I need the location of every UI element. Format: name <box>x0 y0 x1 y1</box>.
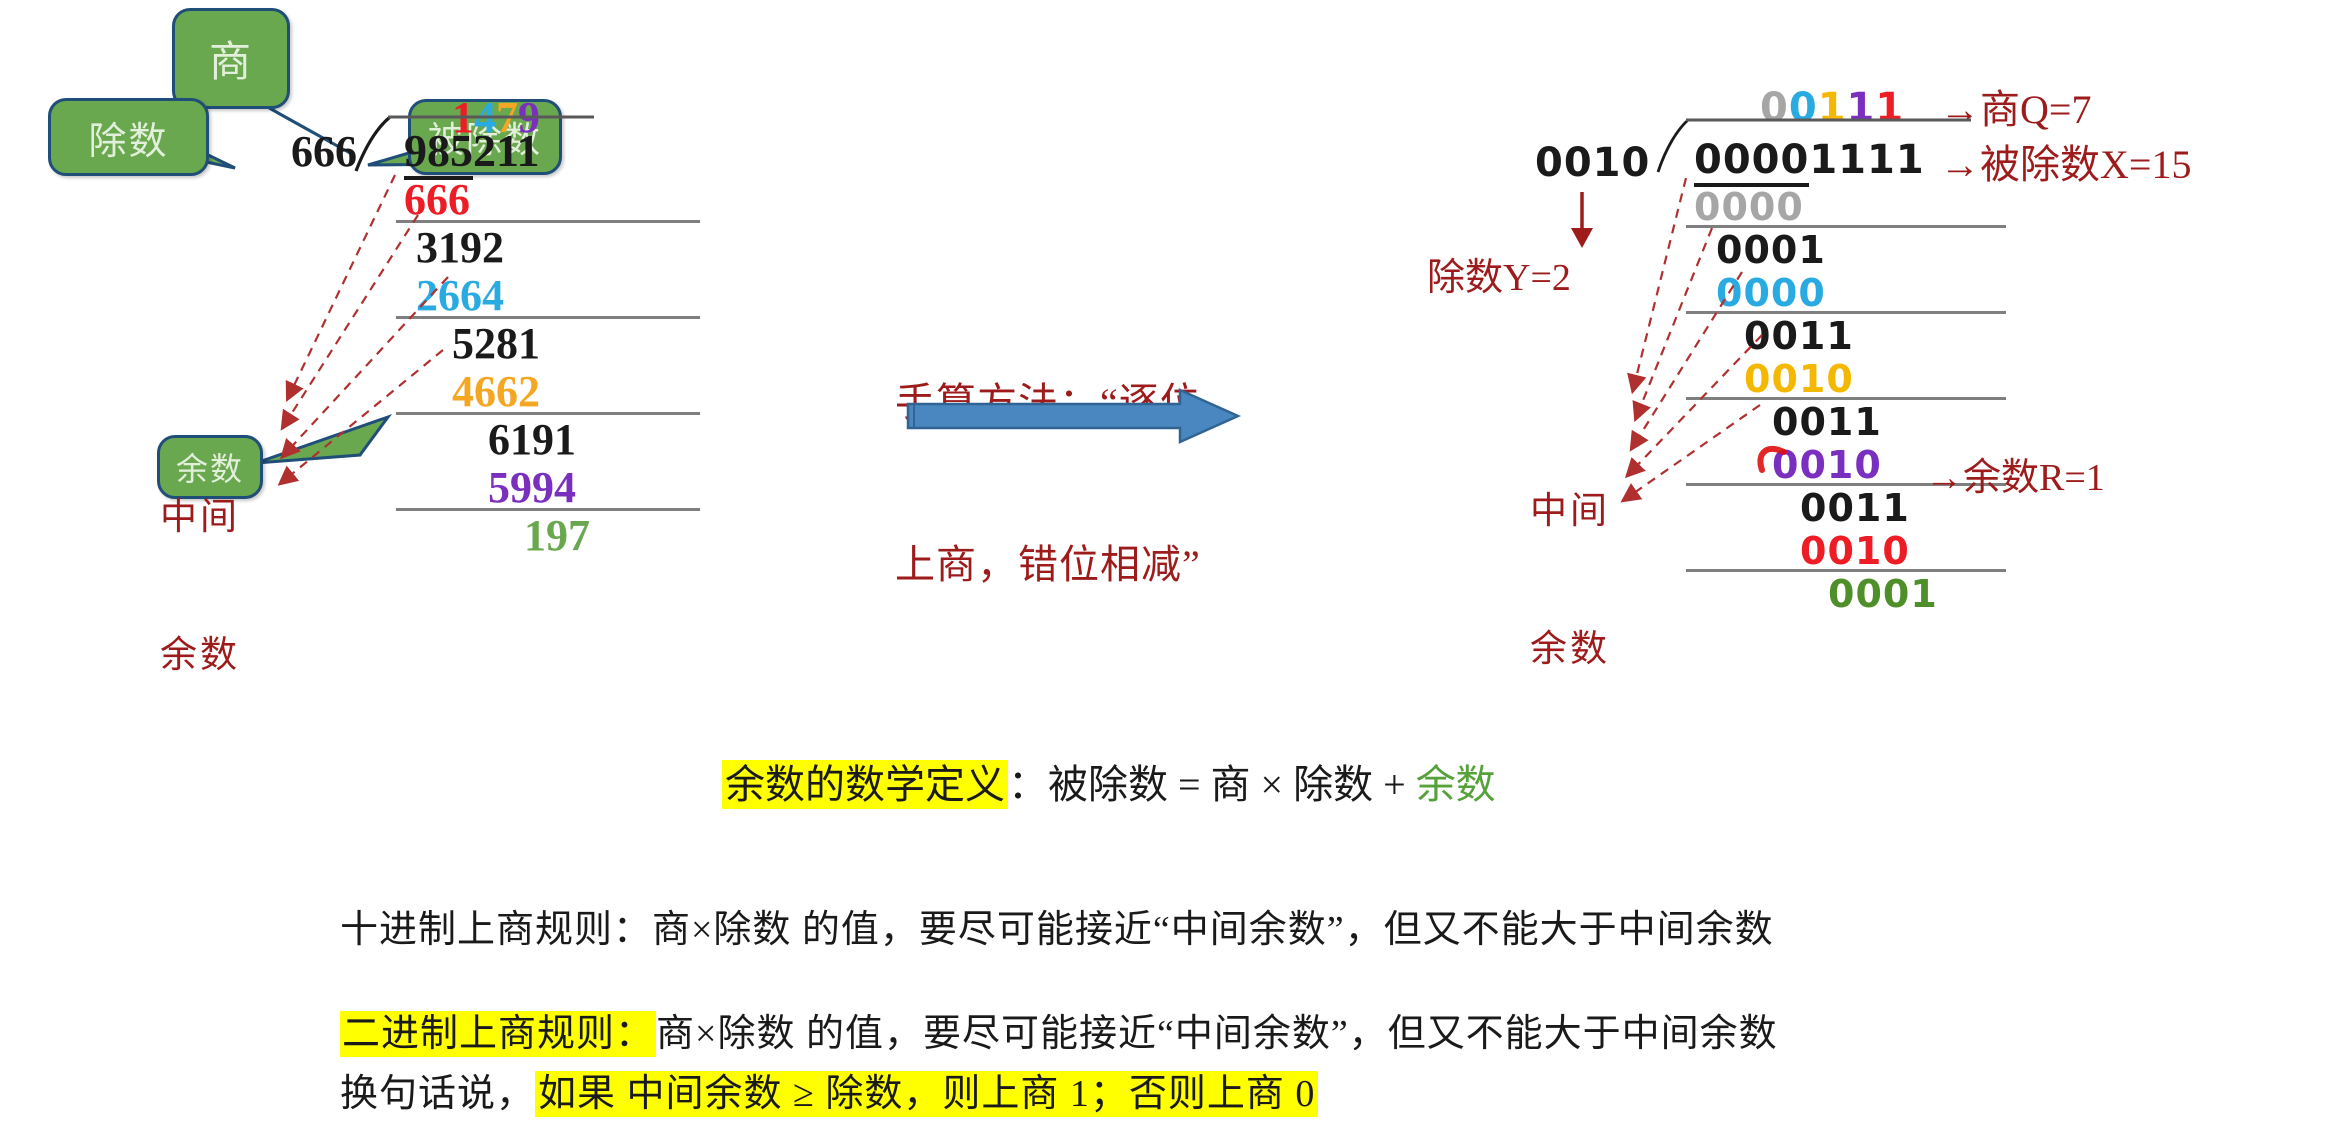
division-row: 0001 <box>1694 231 2024 274</box>
binary-divisor: 0010 <box>1535 140 1651 186</box>
division-row-value: 666 <box>404 175 470 224</box>
divisor-callout-label: 除数 <box>88 120 169 163</box>
division-row: 0010 <box>1686 529 2024 575</box>
definition-colon: ： <box>1008 762 1048 807</box>
subtraction-rule <box>1686 397 2006 400</box>
decimal-dividend: 985211 <box>404 125 540 180</box>
binary-dividend-annotation: →被除数X=15 <box>1940 142 2192 187</box>
division-row-value: 0010 <box>1800 529 1910 573</box>
remainder-callout-tail <box>255 413 393 465</box>
binary-intermediate-remainder-line2: 余数 <box>1530 629 1610 671</box>
subtraction-rule <box>1686 569 2006 572</box>
dividend-callout: 被除数 <box>408 99 562 175</box>
binary-rule-line2-prefix: 换句话说， <box>340 1073 536 1115</box>
dividend-rest: 1111 <box>1809 137 1925 183</box>
division-row-value: 197 <box>524 511 590 560</box>
decimal-divisor: 666 <box>291 127 357 176</box>
decimal-intermediate-remainder-label: 中间 余数 <box>160 402 240 726</box>
division-row: 0001 <box>1694 575 2024 618</box>
division-row: 0000 <box>1686 185 2024 231</box>
division-row-value: 5994 <box>488 463 576 512</box>
division-row-value: 5281 <box>452 319 540 368</box>
remainder-callout: 余数 <box>157 435 263 499</box>
binary-divisor-annotation: 除数Y=2 <box>1427 257 1571 299</box>
division-row: 666 <box>396 175 714 226</box>
division-row-value: 0001 <box>1716 228 1826 272</box>
binary-rule-line1: 二进制上商规则：商×除数 的值，要尽可能接近“中间余数”，但又不能大于中间余数 <box>340 1002 1778 1057</box>
quotient-callout-label: 商 <box>208 40 253 86</box>
division-row: 0010 <box>1686 443 2024 489</box>
binary-rule-line2: 换句话说，如果 中间余数 ≥ 除数，则上商 1；否则上商 0 <box>340 1062 1319 1117</box>
division-row: 2664 <box>396 271 714 322</box>
subtraction-rule <box>396 220 700 223</box>
subtraction-rule <box>396 412 700 415</box>
decimal-intermediate-remainder-line1: 中间 <box>160 496 240 538</box>
division-row: 0010 <box>1686 357 2024 403</box>
division-row-value: 2664 <box>416 271 504 320</box>
binary-remainder-annotation: →余数R=1 <box>1925 457 2105 499</box>
division-row-value: 0010 <box>1772 443 1882 487</box>
division-row: 197 <box>404 514 714 562</box>
division-row-value: 0000 <box>1694 185 1804 229</box>
dividend-callout-label: 被除数 <box>427 120 542 160</box>
decimal-division-bracket <box>354 115 594 172</box>
division-row-value: 3192 <box>416 223 504 272</box>
definition-body: 被除数 = 商 × 除数 + <box>1048 762 1416 807</box>
division-row-value: 0011 <box>1744 314 1854 358</box>
subtraction-rule <box>1686 311 2006 314</box>
definition-remainder-word: 余数 <box>1415 762 1496 807</box>
subtraction-rule <box>1686 225 2006 228</box>
division-row-value: 0001 <box>1828 572 1938 616</box>
divisor-callout: 除数 <box>48 98 209 176</box>
decimal-intermediate-remainder-line2: 余数 <box>160 635 240 677</box>
division-row: 0011 <box>1694 489 2024 532</box>
binary-intermediate-remainder-label: 中间 余数 <box>1530 396 1610 720</box>
quotient-callout: 商 <box>172 8 290 109</box>
binary-dividend: 00001111 <box>1694 137 1925 187</box>
division-row-value: 6191 <box>488 415 576 464</box>
binary-rule-line2-highlight: 如果 中间余数 ≥ 除数，则上商 1；否则上商 0 <box>535 1071 1319 1117</box>
division-row: 4662 <box>396 367 714 418</box>
dividend-underlined-part: 985 <box>404 125 473 180</box>
dividend-rest: 211 <box>473 125 540 176</box>
method-note: 手算方法：“逐位 上商，错位相减” <box>895 268 1201 646</box>
division-row-value: 0010 <box>1744 357 1854 401</box>
division-row: 0011 <box>1694 403 2024 446</box>
division-row: 0000 <box>1686 271 2024 317</box>
division-row: 6191 <box>404 418 714 466</box>
division-row: 5281 <box>404 322 714 370</box>
remainder-callout-label: 余数 <box>175 451 244 487</box>
division-row: 3192 <box>404 226 714 274</box>
subtraction-rule <box>396 316 700 319</box>
division-row: 0011 <box>1694 317 2024 360</box>
process-arrow-icon <box>906 388 1242 444</box>
dividend-underlined-part: 0000 <box>1694 137 1810 187</box>
binary-rule-rest: 商×除数 的值，要尽可能接近“中间余数”，但又不能大于中间余数 <box>656 1013 1778 1055</box>
binary-rule-highlight: 二进制上商规则： <box>340 1011 657 1057</box>
subtraction-rule <box>396 508 700 511</box>
division-row-value: 0000 <box>1716 271 1826 315</box>
divisor-down-arrow-icon <box>1571 192 1593 248</box>
binary-intermediate-remainder-line1: 中间 <box>1530 490 1610 532</box>
remainder-definition-line: 余数的数学定义：被除数 = 商 × 除数 + 余数 <box>722 752 1496 810</box>
definition-highlight: 余数的数学定义 <box>722 760 1008 809</box>
binary-division-bracket <box>1656 118 1971 173</box>
subtraction-rule <box>1686 483 2006 486</box>
division-row-value: 4662 <box>452 367 540 416</box>
binary-quotient-annotation: →商Q=7 <box>1940 87 2092 132</box>
division-row: 5994 <box>396 463 714 514</box>
division-row-value: 0011 <box>1772 400 1882 444</box>
method-note-line2: 上商，错位相减” <box>895 542 1201 587</box>
decimal-rule-text: 十进制上商规则：商×除数 的值，要尽可能接近“中间余数”，但又不能大于中间余数 <box>340 909 1774 951</box>
division-row-value: 0011 <box>1800 486 1910 530</box>
